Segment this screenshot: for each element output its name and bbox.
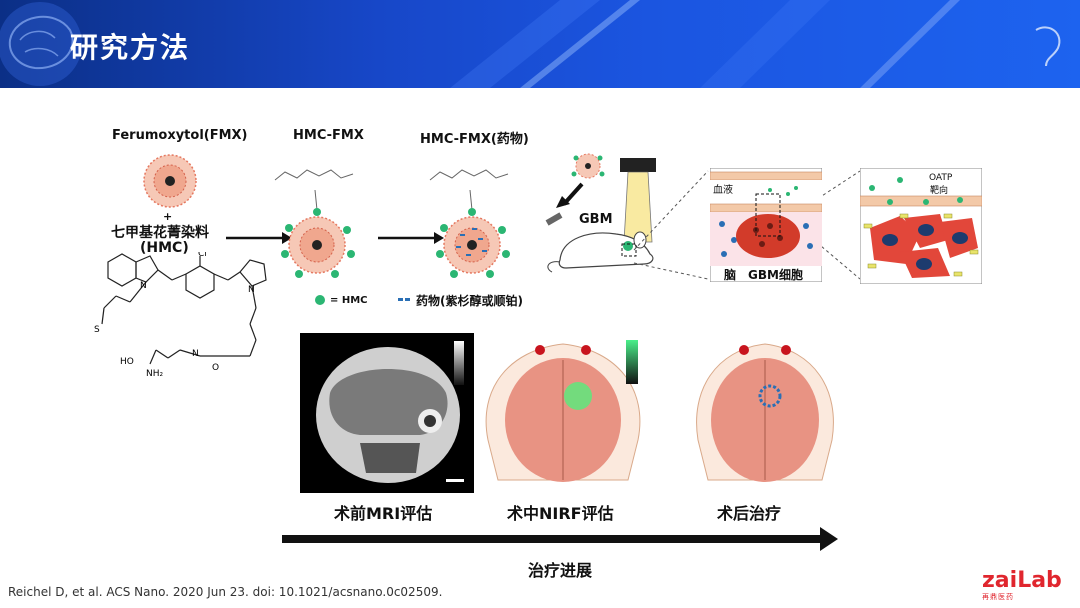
svg-text:S: S	[94, 325, 100, 335]
svg-text:N: N	[140, 281, 147, 291]
mouse-model-illustration	[545, 153, 656, 273]
svg-text:HO: HO	[120, 357, 134, 367]
synthesis-arrow-1	[226, 232, 292, 244]
logo-sub-text: 再鼎医药	[982, 593, 1014, 601]
synthesis-arrow-2	[378, 232, 444, 244]
svg-text:N: N	[192, 349, 199, 359]
blood-label: 血液	[713, 185, 733, 196]
svg-text:Cl: Cl	[198, 252, 207, 259]
header-bar: 研究方法	[0, 0, 1080, 88]
fmx-label: Ferumoxytol(FMX)	[112, 128, 248, 143]
nirf-brain-image	[485, 340, 641, 482]
legend-drug-label: 药物(紫杉醇或顺铂)	[416, 294, 523, 308]
hmc-name-cn: 七甲基花菁染料	[111, 225, 209, 241]
fmx-nanoparticle	[143, 154, 197, 208]
hmc-chemical-structure: Cl N N S N NH₂ O HO	[94, 252, 267, 379]
progress-caption: 治疗进展	[528, 561, 593, 580]
hmc-fmx-drug-label: HMC-FMX(药物)	[420, 132, 529, 147]
hmc-name-abbr: (HMC)	[140, 240, 189, 256]
legend-hmc-label: = HMC	[330, 295, 368, 306]
svg-text:O: O	[212, 363, 219, 373]
header-decoration	[0, 0, 1061, 88]
hmc-fmx-drug-particle	[429, 169, 510, 278]
brain-label: 脑	[724, 268, 737, 282]
gbm-cell-label: GBM细胞	[748, 268, 803, 282]
plus-sign: +	[163, 210, 173, 223]
hmc-fmx-label: HMC-FMX	[293, 128, 364, 143]
drug-legend-mark	[398, 298, 410, 301]
post-treatment-brain-image	[696, 343, 834, 482]
oatp-label: OATP	[929, 173, 953, 183]
hmc-fmx-particle	[274, 169, 355, 278]
pre-op-caption: 术前MRI评估	[334, 504, 433, 523]
gbm-label: GBM	[579, 212, 613, 227]
tumor-cell-panel	[860, 168, 982, 284]
mri-image	[300, 333, 474, 493]
slide-title: 研究方法	[70, 31, 191, 64]
zoom-lines	[633, 170, 861, 280]
logo-main-text: zaiLab	[982, 568, 1062, 593]
post-op-caption: 术后治疗	[717, 504, 782, 523]
progress-arrow	[282, 527, 838, 551]
svg-text:N: N	[248, 285, 255, 295]
intra-op-caption: 术中NIRF评估	[507, 504, 614, 523]
svg-text:NH₂: NH₂	[146, 369, 164, 379]
blood-brain-panel	[710, 168, 822, 282]
zailab-logo: zaiLab 再鼎医药	[982, 568, 1062, 601]
target-label: 靶向	[930, 186, 949, 196]
citation-text: Reichel D, et al. ACS Nano. 2020 Jun 23.…	[8, 585, 443, 599]
hmc-legend-dot	[315, 295, 325, 305]
